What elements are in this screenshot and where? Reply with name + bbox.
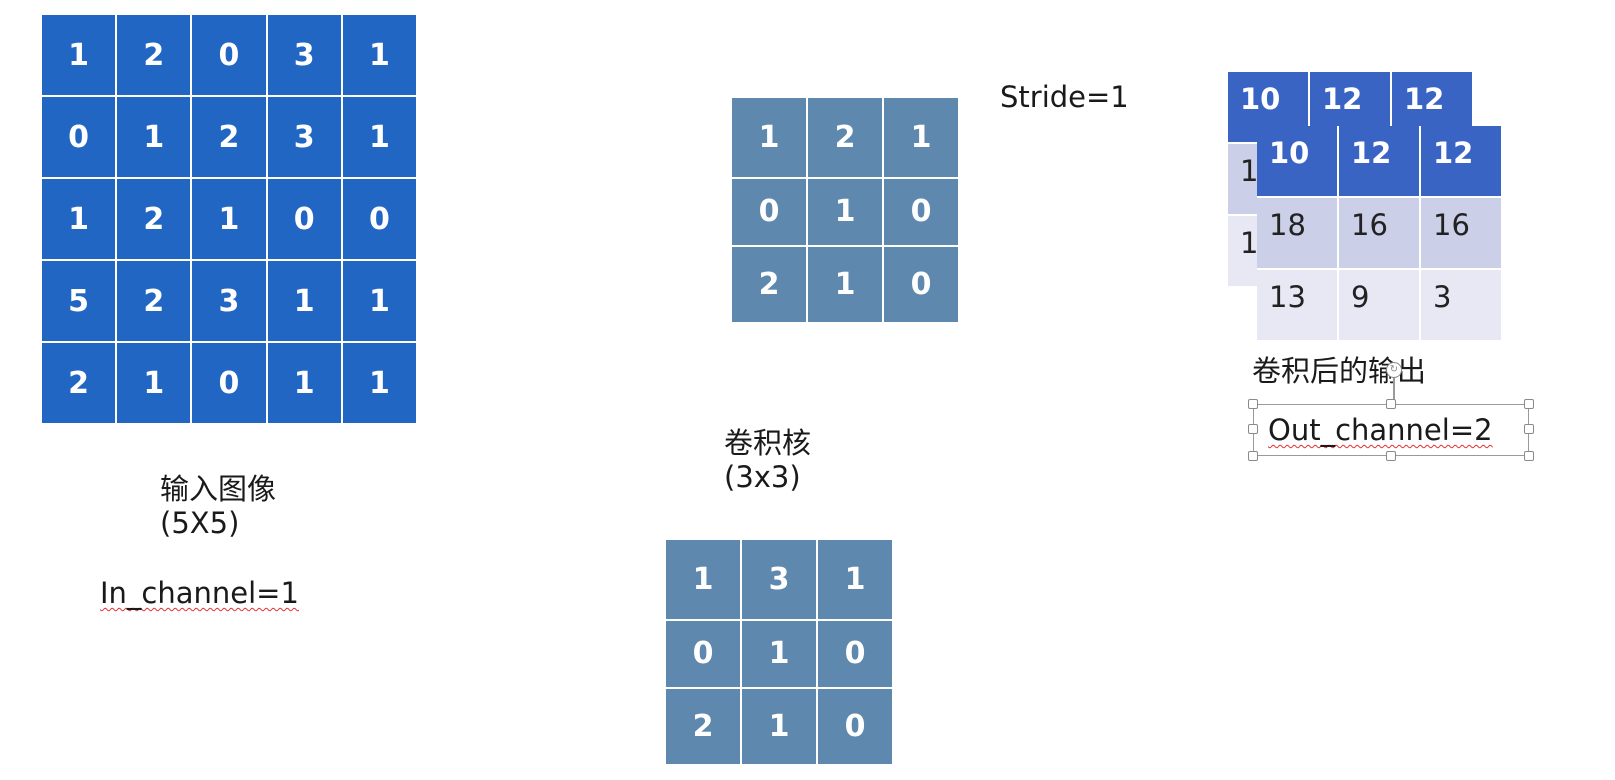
output-cell: 3 <box>1421 270 1501 340</box>
kernel-cell: 0 <box>732 178 806 246</box>
input-cell: 0 <box>192 15 266 95</box>
input-cell: 0 <box>342 179 416 259</box>
input-cell: 1 <box>267 343 341 423</box>
output-header-cell: 12 <box>1421 126 1501 196</box>
input-cell: 1 <box>342 343 416 423</box>
out-channel-label: Out_channel=2 <box>1268 413 1493 447</box>
resize-handle-icon[interactable] <box>1248 424 1258 434</box>
out-channel-textbox[interactable]: Out_channel=2 <box>1248 399 1534 461</box>
resize-handle-icon[interactable] <box>1524 399 1534 409</box>
input-cell: 1 <box>267 261 341 341</box>
kernel-cell: 3 <box>742 540 816 619</box>
kernel-cell: 0 <box>884 247 958 322</box>
output-header-cell: 10 <box>1257 126 1337 196</box>
resize-handle-icon[interactable] <box>1524 451 1534 461</box>
input-cell: 3 <box>267 15 341 95</box>
kernel-cell: 1 <box>884 98 958 177</box>
kernel-cell: 0 <box>884 178 958 246</box>
input-cell: 1 <box>342 15 416 95</box>
resize-handle-icon[interactable] <box>1524 424 1534 434</box>
output-cell: 16 <box>1421 198 1501 268</box>
input-cell: 0 <box>267 179 341 259</box>
kernel-cell: 0 <box>666 620 740 688</box>
resize-handle-icon[interactable] <box>1248 451 1258 461</box>
resize-handle-icon[interactable] <box>1248 399 1258 409</box>
input-cell: 1 <box>42 179 116 259</box>
input-cell: 2 <box>117 261 191 341</box>
output-cell: 13 <box>1257 270 1337 340</box>
kernel-cell: 2 <box>732 247 806 322</box>
kernel-cell: 0 <box>818 689 892 764</box>
rotate-stem <box>1393 378 1395 404</box>
kernel-size: (3x3) <box>724 460 801 494</box>
kernel-cell: 2 <box>666 689 740 764</box>
kernel-cell: 2 <box>808 98 882 177</box>
input-cell: 5 <box>42 261 116 341</box>
input-cell: 1 <box>342 261 416 341</box>
kernel-cell: 1 <box>742 620 816 688</box>
resize-handle-icon[interactable] <box>1386 399 1396 409</box>
kernel-cell: 0 <box>818 620 892 688</box>
input-cell: 3 <box>267 97 341 177</box>
input-cell: 3 <box>192 261 266 341</box>
output-cell: 18 <box>1257 198 1337 268</box>
input-image-size: (5X5) <box>160 506 240 540</box>
input-cell: 1 <box>42 15 116 95</box>
kernel-cell: 1 <box>742 689 816 764</box>
output-header-cell: 12 <box>1339 126 1419 196</box>
kernel-cell: 1 <box>666 540 740 619</box>
kernel-title: 卷积核 <box>724 426 812 460</box>
input-cell: 2 <box>117 15 191 95</box>
input-cell: 1 <box>117 343 191 423</box>
rotate-icon[interactable]: ↻ <box>1386 362 1402 378</box>
input-cell: 1 <box>192 179 266 259</box>
input-image-title: 输入图像 <box>160 472 277 506</box>
in-channel-label: In_channel=1 <box>100 576 299 610</box>
kernel-cell: 1 <box>818 540 892 619</box>
input-cell: 1 <box>117 97 191 177</box>
stride-label: Stride=1 <box>1000 80 1129 114</box>
input-cell: 2 <box>117 179 191 259</box>
kernel-cell: 1 <box>808 247 882 322</box>
input-cell: 1 <box>342 97 416 177</box>
input-cell: 2 <box>42 343 116 423</box>
kernel-cell: 1 <box>808 178 882 246</box>
input-cell: 0 <box>42 97 116 177</box>
input-cell: 2 <box>192 97 266 177</box>
input-cell: 0 <box>192 343 266 423</box>
kernel-cell: 1 <box>732 98 806 177</box>
output-cell: 9 <box>1339 270 1419 340</box>
resize-handle-icon[interactable] <box>1386 451 1396 461</box>
output-cell: 16 <box>1339 198 1419 268</box>
